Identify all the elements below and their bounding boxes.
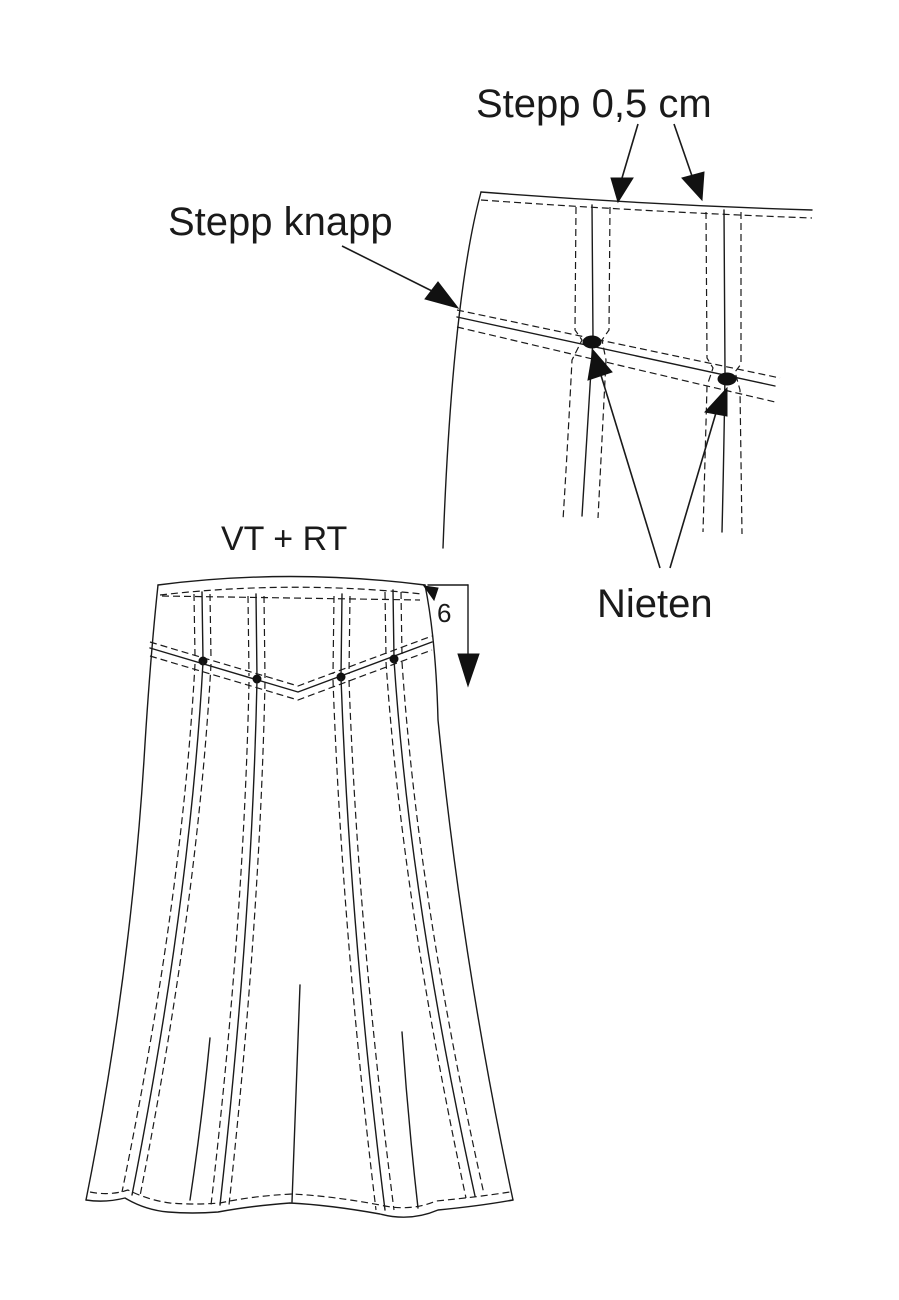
label-stepp-knapp: Stepp knapp: [168, 200, 393, 244]
skirt-waistband-stitch-2: [161, 595, 421, 601]
label-stepp-05-cm: Stepp 0,5 cm: [476, 82, 712, 126]
leader-nieten-2: [669, 405, 719, 569]
arrowhead-stepp-05-right: [681, 171, 705, 202]
detail-rivet-2: [717, 372, 737, 386]
arrowhead-nieten-2: [704, 386, 728, 417]
detail-waist-stitch: [480, 199, 813, 219]
skirt-left-edge: [85, 584, 159, 1201]
skirt-panel-seam-2: [219, 679, 258, 1206]
leader-nieten-1: [599, 371, 661, 569]
arrowhead-stepp-05-left: [610, 177, 634, 204]
label-measure-6: 6: [437, 598, 452, 628]
detail-side-seam: [442, 191, 482, 549]
skirt-view: [85, 575, 514, 1218]
detail-rivet-1: [582, 335, 602, 349]
label-vt-rt: VT + RT: [221, 520, 348, 558]
detail-panel-seam-2: [721, 209, 726, 533]
yoke-panel-seam-1: [201, 591, 204, 661]
skirt-yoke-stitch-2: [149, 649, 433, 701]
skirt-hem-stitch: [89, 1189, 511, 1209]
skirt-hem: [85, 1197, 514, 1218]
leader-stepp-05-left: [621, 123, 639, 179]
yoke-panel-seam-2: [255, 593, 258, 679]
skirt-yoke-stitch-1: [149, 635, 433, 687]
detail-yoke-stitch-1: [456, 309, 781, 379]
skirt-waistband-stitch: [159, 586, 423, 596]
measure-arrowhead: [457, 653, 480, 688]
skirt-godet-3: [401, 1031, 419, 1209]
detail-waist-edge: [480, 191, 813, 211]
leader-stepp-05-right: [673, 123, 693, 177]
measure-corner-arrowhead: [422, 585, 439, 602]
skirt-panel-seam-1: [131, 661, 204, 1196]
skirt-right-edge: [424, 584, 514, 1201]
yoke-panel-seam-3: [340, 593, 343, 677]
leader-stepp-knapp: [341, 245, 435, 293]
detail-view: [341, 123, 813, 569]
label-nieten: Nieten: [597, 582, 713, 626]
skirt-waistband-top: [157, 575, 426, 586]
detail-panel-stitch-1b: [597, 206, 611, 519]
skirt-panel-seam-3: [340, 677, 386, 1211]
skirt-godet-1: [189, 1037, 211, 1201]
detail-panel-stitch-2b: [734, 212, 743, 535]
arrowhead-stepp-knapp: [424, 281, 460, 309]
detail-panel-stitch-2a: [702, 211, 714, 533]
skirt-godet-2: [291, 984, 301, 1203]
skirt-panel-seam-4: [393, 659, 476, 1197]
detail-panel-stitch-1a: [562, 206, 583, 521]
arrowhead-nieten-1: [587, 348, 613, 381]
yoke-panel-seam-4: [392, 589, 395, 659]
